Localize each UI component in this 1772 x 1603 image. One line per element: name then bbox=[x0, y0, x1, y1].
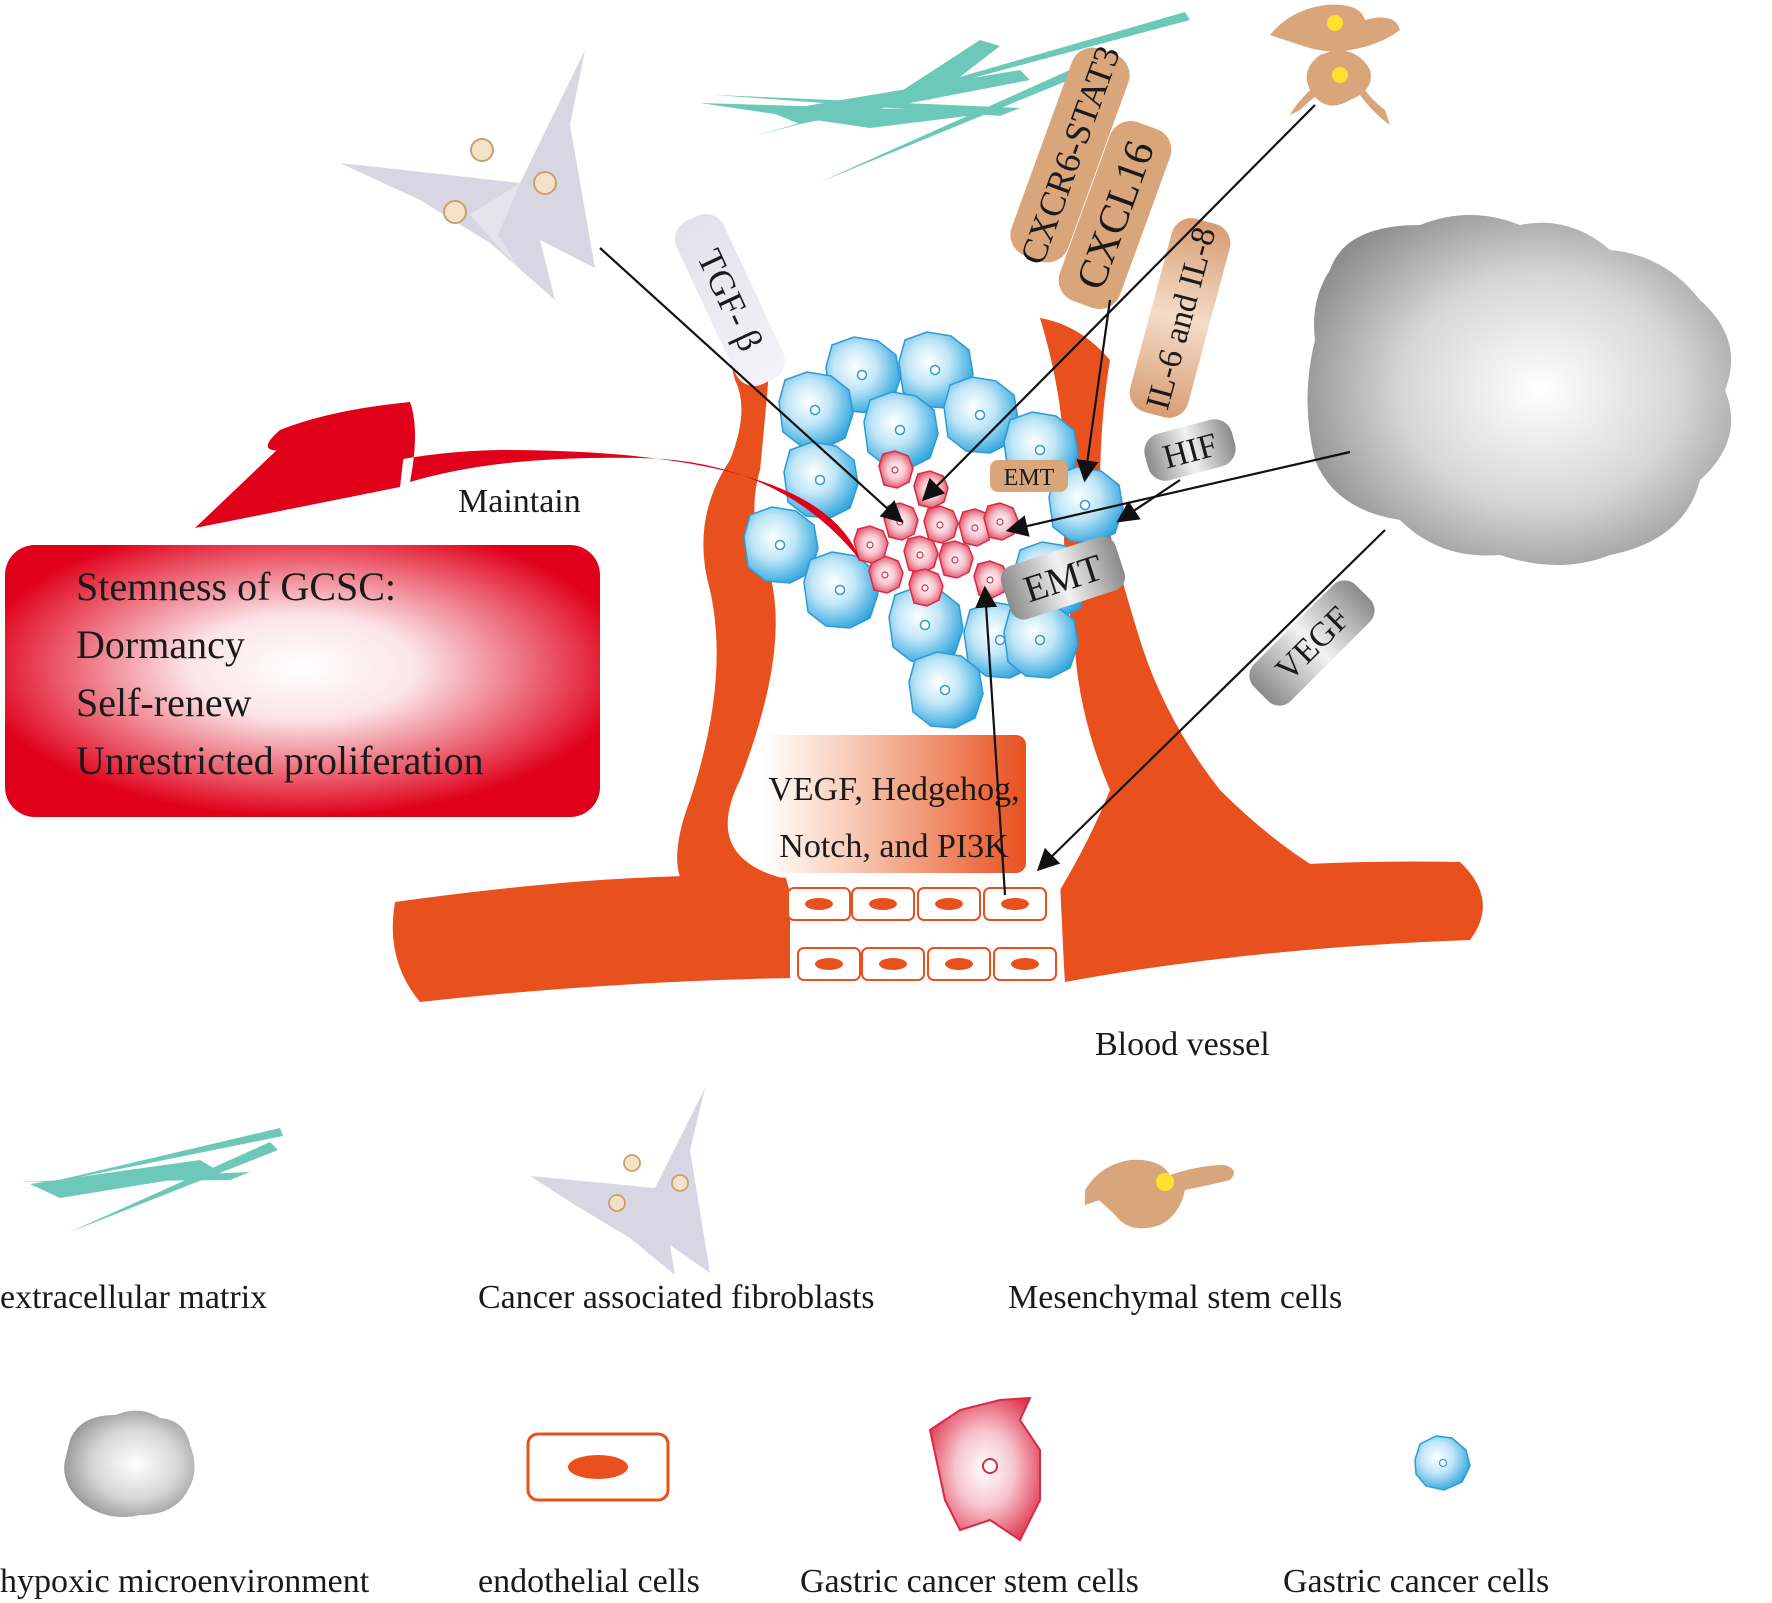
svg-text:Self-renew: Self-renew bbox=[76, 680, 252, 725]
maintain-arrow bbox=[195, 402, 860, 560]
legend-ecm-icon bbox=[20, 1128, 283, 1232]
legend: extracellular matrix Cancer associated f… bbox=[0, 1088, 1549, 1600]
cancer-associated-fibroblast-icon bbox=[340, 50, 595, 300]
legend-caf-label: Cancer associated fibroblasts bbox=[478, 1279, 875, 1316]
endothelial-cells-in-vessel bbox=[787, 887, 1057, 981]
mesenchymal-stem-cell-icon bbox=[1270, 4, 1400, 125]
hif-label: HIF bbox=[1144, 419, 1236, 481]
legend-gcc-icon bbox=[1414, 1435, 1471, 1491]
legend-endothelial-icon bbox=[526, 1432, 670, 1502]
legend-gcsc-label: Gastric cancer stem cells bbox=[800, 1563, 1139, 1600]
pathways-box: VEGF, Hedgehog, Notch, and PI3K bbox=[762, 735, 1026, 873]
extracellular-matrix-fibres bbox=[700, 12, 1190, 182]
legend-msc-icon bbox=[1085, 1159, 1234, 1229]
legend-ecm-label: extracellular matrix bbox=[0, 1279, 267, 1316]
legend-hypoxic-label: hypoxic microenvironment bbox=[0, 1563, 370, 1600]
hypoxic-microenvironment-icon bbox=[1307, 215, 1732, 565]
vegf-label: VEGF bbox=[1249, 580, 1375, 706]
legend-msc-label: Mesenchymal stem cells bbox=[1008, 1279, 1342, 1316]
svg-text:EMT: EMT bbox=[1004, 465, 1055, 491]
il6-il8-label: IL-6 and IL-8 bbox=[1129, 218, 1231, 418]
legend-gcc-label: Gastric cancer cells bbox=[1283, 1563, 1549, 1600]
svg-text:Unrestricted proliferation: Unrestricted proliferation bbox=[76, 738, 484, 783]
legend-endothelial-label: endothelial cells bbox=[478, 1563, 700, 1600]
legend-caf-icon bbox=[530, 1088, 710, 1275]
signal-arrows bbox=[599, 104, 1386, 896]
legend-gcsc-icon bbox=[928, 1396, 1041, 1542]
stemness-box: Stemness of GCSC: Dormancy Self-renew Un… bbox=[5, 545, 600, 817]
svg-text:Dormancy: Dormancy bbox=[76, 622, 245, 667]
svg-text:Stemness of GCSC:: Stemness of GCSC: bbox=[76, 564, 396, 609]
blood-vessel-label: Blood vessel bbox=[1095, 1026, 1270, 1063]
svg-text:Notch, and PI3K: Notch, and PI3K bbox=[779, 828, 1009, 865]
maintain-label: Maintain bbox=[458, 483, 581, 520]
emt-small-label: EMT bbox=[990, 460, 1068, 492]
legend-hypoxic-icon bbox=[64, 1410, 195, 1518]
svg-text:VEGF, Hedgehog,: VEGF, Hedgehog, bbox=[768, 771, 1019, 808]
